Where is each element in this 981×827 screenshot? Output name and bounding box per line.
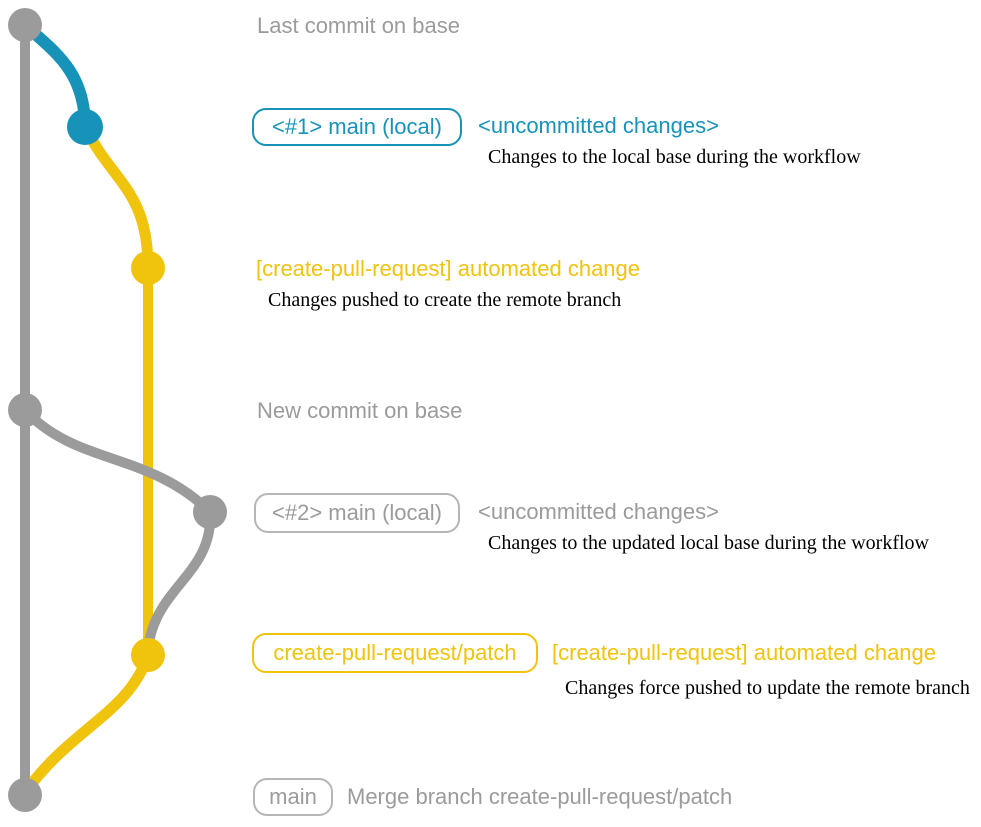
force-push-curve [143, 507, 216, 657]
patch-branch-out-curve [79, 121, 154, 274]
patch-merge-curve [21, 649, 154, 796]
branch-badge-patch: create-pull-request/patch [252, 633, 538, 673]
branch-badge-main-local-1: <#1> main (local) [252, 108, 462, 146]
commit-dot-merge [8, 778, 42, 812]
automated-change-2-description: Changes force pushed to update the remot… [565, 677, 970, 699]
branch-badge-main-local-1-label: <#1> main (local) [272, 114, 442, 139]
commit-dot-automated-change-2 [131, 638, 165, 672]
branch-badge-main-label: main [269, 784, 317, 809]
new-commit-label: New commit on base [257, 397, 463, 423]
base-to-local-main2-curve [20, 405, 215, 517]
branch-badge-patch-label: create-pull-request/patch [273, 640, 517, 665]
commit-dot-automated-change-1 [131, 251, 165, 285]
automated-change-2-message: [create-pull-request] automated change [552, 639, 937, 665]
commit-dot-new-base [8, 393, 42, 427]
commit-dot-local-main-1 [67, 109, 103, 145]
automated-change-1-message: [create-pull-request] automated change [256, 255, 641, 281]
commit-dot-last-base [8, 8, 42, 42]
branch-badge-main: main [253, 778, 333, 816]
branch-badge-main-local-2-label: <#2> main (local) [272, 500, 442, 525]
merge-commit-message: Merge branch create-pull-request/patch [347, 783, 733, 809]
branch-badge-main-local-2: <#2> main (local) [254, 493, 460, 533]
uncommitted-changes-2-description: Changes to the updated local base during… [488, 532, 929, 554]
uncommitted-changes-2-message: <uncommitted changes> [478, 498, 719, 524]
uncommitted-changes-1-message: <uncommitted changes> [478, 112, 719, 138]
last-commit-label: Last commit on base [257, 12, 460, 38]
uncommitted-changes-1-description: Changes to the local base during the wor… [488, 146, 861, 168]
automated-change-1-description: Changes pushed to create the remote bran… [268, 289, 622, 311]
commit-dot-local-main-2 [193, 495, 227, 529]
